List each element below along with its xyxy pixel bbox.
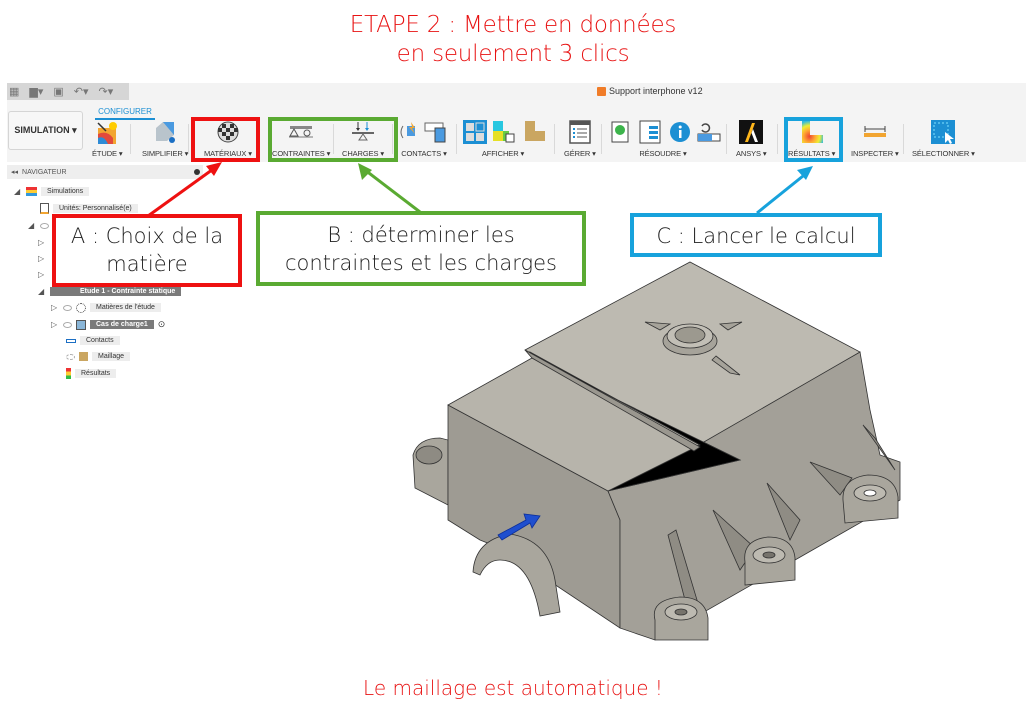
tree-item-simulations[interactable]: ◢ Simulations	[14, 185, 90, 198]
gerer-button[interactable]: GÉRER ▾	[564, 120, 596, 158]
load-case-icon	[76, 319, 86, 330]
tree-item-collapsed[interactable]: ▷	[38, 254, 45, 263]
ribbon-separator	[726, 124, 727, 154]
navigator-title: NAVIGATEUR	[22, 168, 67, 176]
tree-item-load-case[interactable]: ▷ Cas de charge1 ⊙	[51, 319, 166, 330]
ribbon-separator	[554, 124, 555, 154]
charges-button[interactable]: CHARGES ▾	[342, 120, 384, 158]
resoudre-button[interactable]: RÉSOUDRE ▾	[610, 120, 722, 158]
navigator-header[interactable]: ◂◂ NAVIGATEUR	[7, 165, 203, 179]
tree-item-results[interactable]: Résultats	[66, 367, 117, 380]
resultats-button[interactable]: RÉSULTATS ▾	[788, 120, 835, 158]
tree-item-collapsed[interactable]: ▷	[38, 270, 45, 279]
slide-title-line2: en seulement 3 clics	[396, 41, 630, 67]
ribbon-separator	[777, 124, 778, 154]
results-icon	[66, 368, 71, 379]
materiaux-highlight	[191, 117, 260, 162]
eye-icon[interactable]	[63, 321, 72, 328]
expand-icon: ◢	[14, 187, 21, 196]
callout-a-line2: matière	[106, 252, 188, 276]
material-sphere-icon	[216, 120, 240, 144]
collapse-icon[interactable]: ◂◂	[11, 169, 19, 176]
slide-footer: Le maillage est automatique !	[363, 676, 663, 700]
callout-a-line1: A : Choix de la	[70, 224, 224, 248]
eye-icon	[40, 222, 49, 229]
manage-icon	[568, 120, 592, 144]
contacts-icon	[66, 338, 76, 343]
quick-access-toolbar: ▦ ▆▾ ▣ ↶▾ ↷▾	[7, 83, 129, 100]
title-bar	[129, 83, 1026, 100]
ribbon-separator	[903, 124, 904, 154]
document-icon	[40, 203, 49, 214]
document-title: Support interphone v12	[597, 86, 703, 96]
measure-icon	[863, 120, 887, 144]
ribbon-separator	[456, 124, 457, 154]
tree-item-study[interactable]: ◢ Etude 1 - Contrainte statique	[38, 285, 182, 298]
ribbon-separator	[130, 124, 131, 154]
support-interphone-model	[412, 261, 901, 641]
slide-title: ETAPE 2 : Mettre en données en seulement…	[0, 11, 1026, 69]
slide-title-line1: ETAPE 2 : Mettre en données	[349, 12, 677, 38]
simplifier-button[interactable]: SIMPLIFIER ▾	[142, 120, 188, 158]
contacts-icon	[399, 120, 449, 144]
callout-b-line2: contraintes et les charges	[284, 251, 557, 275]
redo-icon[interactable]: ↷▾	[98, 86, 114, 98]
material-sphere-icon	[76, 302, 86, 313]
contraintes-charges-highlight	[268, 117, 398, 162]
contraintes-button[interactable]: CONTRAINTES ▾	[272, 120, 330, 158]
pin-icon[interactable]	[194, 169, 200, 175]
study-icon	[95, 120, 119, 144]
mesh-icon	[79, 352, 88, 361]
callout-c: C : Lancer le calcul	[630, 213, 882, 257]
undo-icon[interactable]: ↶▾	[73, 86, 89, 98]
load-icon	[351, 120, 375, 144]
afficher-button[interactable]: AFFICHER ▾	[463, 120, 547, 158]
file-icon[interactable]: ▆▾	[29, 86, 44, 98]
ansys-icon	[739, 120, 764, 144]
tree-item-materials[interactable]: ▷ Matières de l'étude	[51, 301, 161, 314]
callout-a: A : Choix de la matière	[52, 214, 242, 287]
materiaux-button[interactable]: MATÉRIAUX ▾	[204, 120, 252, 158]
tree-item-mesh[interactable]: Maillage	[66, 350, 131, 363]
solve-icon	[610, 120, 722, 144]
grid-icon[interactable]: ▦	[9, 86, 20, 98]
document-title-text: Support interphone v12	[609, 86, 703, 96]
ribbon-separator	[333, 124, 334, 154]
select-icon	[931, 120, 956, 144]
ribbon-separator	[392, 124, 393, 154]
inspecter-button[interactable]: INSPECTER ▾	[851, 120, 899, 158]
tab-configurer[interactable]: CONFIGURER	[98, 107, 152, 116]
callout-arrows	[147, 162, 813, 218]
constraint-icon	[289, 120, 314, 144]
tree-item-units[interactable]: Unités: Personnalisé(e)	[40, 202, 138, 215]
contacts-button[interactable]: CONTACTS ▾	[399, 120, 449, 158]
display-icon	[463, 120, 547, 144]
callout-c-line1: C : Lancer le calcul	[656, 224, 856, 248]
ribbon	[7, 100, 1026, 162]
eye-icon[interactable]	[63, 304, 72, 311]
callout-b-line1: B : déterminer les	[327, 223, 515, 247]
ribbon-separator	[188, 124, 189, 154]
active-tab-indicator	[95, 118, 155, 120]
simulations-icon	[26, 187, 37, 196]
etude-button[interactable]: ÉTUDE ▾	[92, 120, 123, 158]
eye-hidden-icon[interactable]	[66, 353, 75, 360]
ansys-button[interactable]: ANSYS ▾	[736, 120, 767, 158]
resultats-highlight	[784, 117, 843, 162]
tree-item-collapsed[interactable]: ◢	[28, 219, 49, 232]
save-icon[interactable]: ▣	[53, 86, 64, 98]
orange-cube-icon	[597, 86, 606, 96]
tree-item-collapsed[interactable]: ▷	[38, 238, 45, 247]
callout-b: B : déterminer les contraintes et les ch…	[256, 211, 586, 286]
simplify-icon	[153, 120, 177, 144]
ribbon-separator	[601, 124, 602, 154]
tree-item-contacts[interactable]: Contacts	[66, 334, 120, 347]
results-icon	[800, 120, 824, 144]
workspace-switcher[interactable]: SIMULATION ▾	[8, 111, 83, 150]
active-radio-icon[interactable]: ⊙	[157, 319, 166, 329]
selectionner-button[interactable]: SÉLECTIONNER ▾	[912, 120, 975, 158]
